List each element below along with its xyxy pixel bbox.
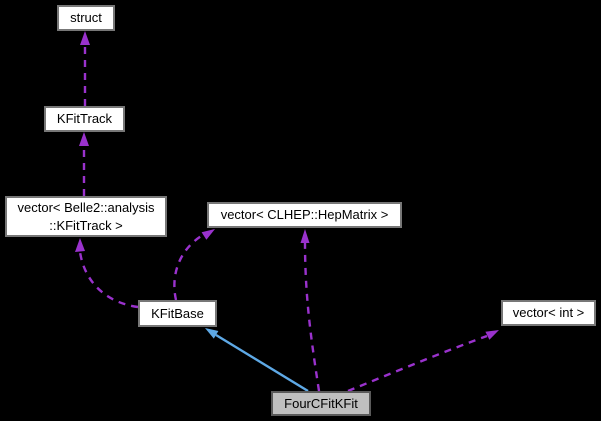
edge-fourcfitkfit-to-vec-int [347, 334, 488, 393]
node-vector-belle2-kfittrack-label-line1: vector< Belle2::analysis [17, 199, 155, 215]
node-kfittrack-label: KFitTrack [56, 111, 113, 127]
edge-fourcfitkfit-to-kfitbase [215, 333, 309, 393]
node-vector-int[interactable]: vector< int > [501, 300, 596, 326]
edge-kfitbase-to-vec-kfittrack [78, 251, 139, 309]
node-vector-int-label: vector< int > [512, 305, 585, 321]
arrowhead-vec-hepmatrix-left [201, 229, 215, 240]
node-struct[interactable]: struct [57, 5, 115, 31]
node-kfittrack[interactable]: KFitTrack [44, 106, 125, 132]
node-fourcfitkfit[interactable]: FourCFitKFit [271, 391, 371, 416]
node-kfitbase[interactable]: KFitBase [138, 300, 217, 327]
node-vector-belle2-kfittrack-label-line2: ::KFitTrack > [49, 217, 123, 233]
node-fourcfitkfit-label: FourCFitKFit [284, 395, 358, 411]
arrowhead-kfittrack [79, 132, 89, 146]
node-kfitbase-label: KFitBase [151, 305, 204, 321]
node-vector-clhep-hepmatrix-label: vector< CLHEP::HepMatrix > [220, 207, 389, 223]
arrowhead-vec-kfittrack [75, 238, 85, 252]
node-vector-belle2-kfittrack[interactable]: vector< Belle2::analysis ::KFitTrack > [5, 196, 167, 237]
arrowhead-vec-hepmatrix-bottom [300, 229, 310, 243]
arrowhead-vec-int [485, 330, 499, 340]
node-vector-clhep-hepmatrix[interactable]: vector< CLHEP::HepMatrix > [207, 202, 402, 228]
arrowhead-struct [80, 31, 90, 45]
edge-kfitbase-to-vec-hepmatrix [173, 233, 204, 301]
node-struct-label: struct [70, 10, 102, 26]
arrowhead-kfitbase [205, 328, 219, 339]
edge-fourcfitkfit-to-vec-hepmatrix [303, 242, 321, 392]
